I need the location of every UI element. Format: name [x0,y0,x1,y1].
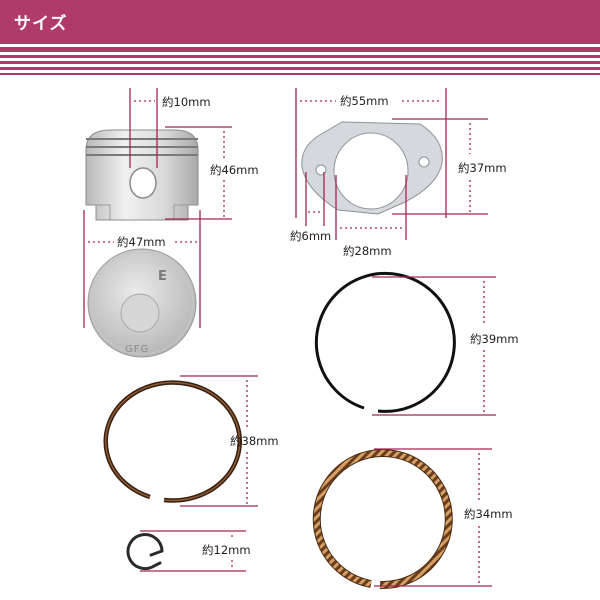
gasket-bore-dimension: 約28mm [335,175,407,258]
oil-ring-label: 約34mm [464,507,513,521]
oil-ring-dimension: 約34mm [374,448,513,587]
piston-pin-label: 約10mm [162,95,211,109]
gasket-width-label: 約55mm [340,94,389,108]
header-bar: サイズ [0,0,600,44]
piston-crown: E GFG [87,248,197,358]
piston-ring-top [314,271,456,413]
clip-label: 約12mm [202,543,251,557]
gasket-bore-label: 約28mm [343,244,392,258]
gasket-width-dimension: 約55mm [295,88,447,218]
gasket-height-label: 約37mm [458,161,507,175]
piston-side-view [85,129,199,221]
header-stripe-1 [0,47,600,52]
gasket-bolt-hole-label: 約6mm [290,229,331,243]
header-stripe-2 [0,55,600,58]
header-stripe-5 [0,73,600,75]
ring-top-dimension: 約39mm [372,276,519,416]
piston-diameter-label: 約47mm [117,235,166,249]
ring-top-label: 約39mm [470,332,519,346]
page-title: サイズ [14,14,68,34]
piston-pin-dimension: 約10mm [129,88,211,168]
ring-second-dimension: 約38mm [180,375,279,507]
gasket-bolt-hole-dimension: 約6mm [290,172,331,243]
piston-diameter-dimension: 約47mm [83,210,201,328]
gasket-height-dimension: 約37mm [392,118,507,215]
header-stripe-4 [0,67,600,70]
piston-pin-clip [126,533,164,571]
piston-ring-second [103,380,242,503]
piston-height-label: 約46mm [210,163,259,177]
piston-crown-mark: E [158,269,167,284]
cylinder-gasket [301,121,443,215]
ring-second-label: 約38mm [230,434,279,448]
clip-dimension: 約12mm [140,530,251,572]
oil-ring-expander [312,449,453,590]
header-stripe-3 [0,61,600,64]
piston-height-dimension: 約46mm [165,126,259,220]
piston-crown-text: GFG [125,344,149,355]
